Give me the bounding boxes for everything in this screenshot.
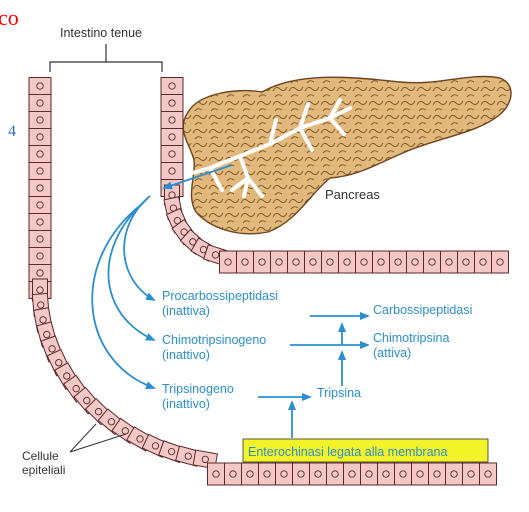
epithelial-cell	[462, 462, 480, 486]
arrow-trypsinogen	[91, 203, 156, 389]
pancreas	[182, 75, 512, 235]
secretion-arrows	[91, 164, 370, 438]
epithelial-cell	[440, 250, 458, 274]
intestine-bracket	[49, 44, 163, 72]
epithelial-cell	[309, 462, 327, 486]
epithelial-cell	[28, 247, 52, 265]
epithelial-cell	[224, 462, 242, 486]
epithelial-cell	[326, 462, 344, 486]
chymotrypsin-state: (attiva)	[373, 346, 411, 360]
pancreatic-duct	[158, 98, 352, 198]
epithelial-cell	[474, 250, 492, 274]
epithelial-cell	[287, 250, 305, 274]
epithelial-cell	[491, 250, 509, 274]
epithelial-cell	[28, 179, 52, 197]
epithelial-cell	[445, 462, 463, 486]
epithelial-cell	[28, 111, 52, 129]
epithelial-cell	[258, 462, 276, 486]
epithelial-cell	[207, 462, 225, 486]
epithelial-cell	[360, 462, 378, 486]
enterokinase-label: Enterochinasi legata alla membrana	[248, 445, 447, 459]
chymotrypsin-label: Chimotripsina	[373, 331, 449, 345]
epithelial-cell	[457, 250, 475, 274]
epithelium-wall	[28, 77, 509, 486]
arrow-procarbox	[123, 195, 156, 301]
carbox-label: Carbossipeptidasi	[373, 303, 472, 317]
epithelial-cell	[377, 462, 395, 486]
epithelial-cell	[270, 250, 288, 274]
epithelial-cell	[28, 145, 52, 163]
duct-arrow	[162, 164, 233, 190]
epithelial-cell	[160, 128, 184, 146]
trypsinogen-state: (inattivo)	[162, 397, 210, 411]
pancreas-label: Pancreas	[325, 187, 380, 202]
epithelial-cell	[28, 162, 52, 180]
chymotrypsinogen-state: (inattivo)	[162, 348, 210, 362]
epithelial-cell	[160, 111, 184, 129]
epithelial-cell	[406, 250, 424, 274]
epithelial-cell	[28, 230, 52, 248]
epithelial-cell	[428, 462, 446, 486]
epithelial-cell	[423, 250, 441, 274]
cells-label-line2: epiteliali	[22, 463, 65, 477]
epithelial-cell	[241, 462, 259, 486]
text-fragment: 4	[8, 123, 16, 140]
title-fragment: co	[0, 5, 19, 30]
epithelial-cell	[304, 250, 322, 274]
trypsinogen-label: Tripsinogeno	[162, 382, 234, 396]
cells-label-line1: Cellule	[22, 449, 59, 463]
epithelial-cell	[372, 250, 390, 274]
epithelial-cell	[28, 94, 52, 112]
chymotrypsinogen-label: Chimotripsinogeno	[162, 333, 266, 347]
epithelial-cell	[28, 213, 52, 231]
epithelial-cell	[160, 77, 184, 95]
epithelial-cell	[479, 462, 497, 486]
epithelial-cell	[411, 462, 429, 486]
epithelial-cell	[338, 250, 356, 274]
epithelial-cell	[219, 250, 237, 274]
cells-pointer	[69, 423, 127, 453]
epithelial-cell	[253, 250, 271, 274]
epithelial-cell	[292, 462, 310, 486]
arrow-chymo	[107, 199, 156, 341]
epithelial-cell	[394, 462, 412, 486]
procarbox-state: (inattiva)	[162, 304, 210, 318]
epithelial-cell	[28, 77, 52, 95]
epithelial-cell	[160, 162, 184, 180]
epithelial-cell	[389, 250, 407, 274]
epithelial-cell	[321, 250, 339, 274]
epithelial-cell	[160, 145, 184, 163]
epithelial-cell	[160, 94, 184, 112]
epithelial-cell	[275, 462, 293, 486]
epithelial-cell	[355, 250, 373, 274]
procarbox-label: Procarbossipeptidasi	[162, 289, 278, 303]
epithelial-cell	[28, 196, 52, 214]
enterokinase-highlight	[242, 438, 489, 463]
intestine-label: Intestino tenue	[60, 26, 142, 40]
epithelial-cell	[343, 462, 361, 486]
epithelial-cell	[28, 128, 52, 146]
trypsin-label: Tripsina	[317, 386, 361, 400]
epithelial-cell	[236, 250, 254, 274]
